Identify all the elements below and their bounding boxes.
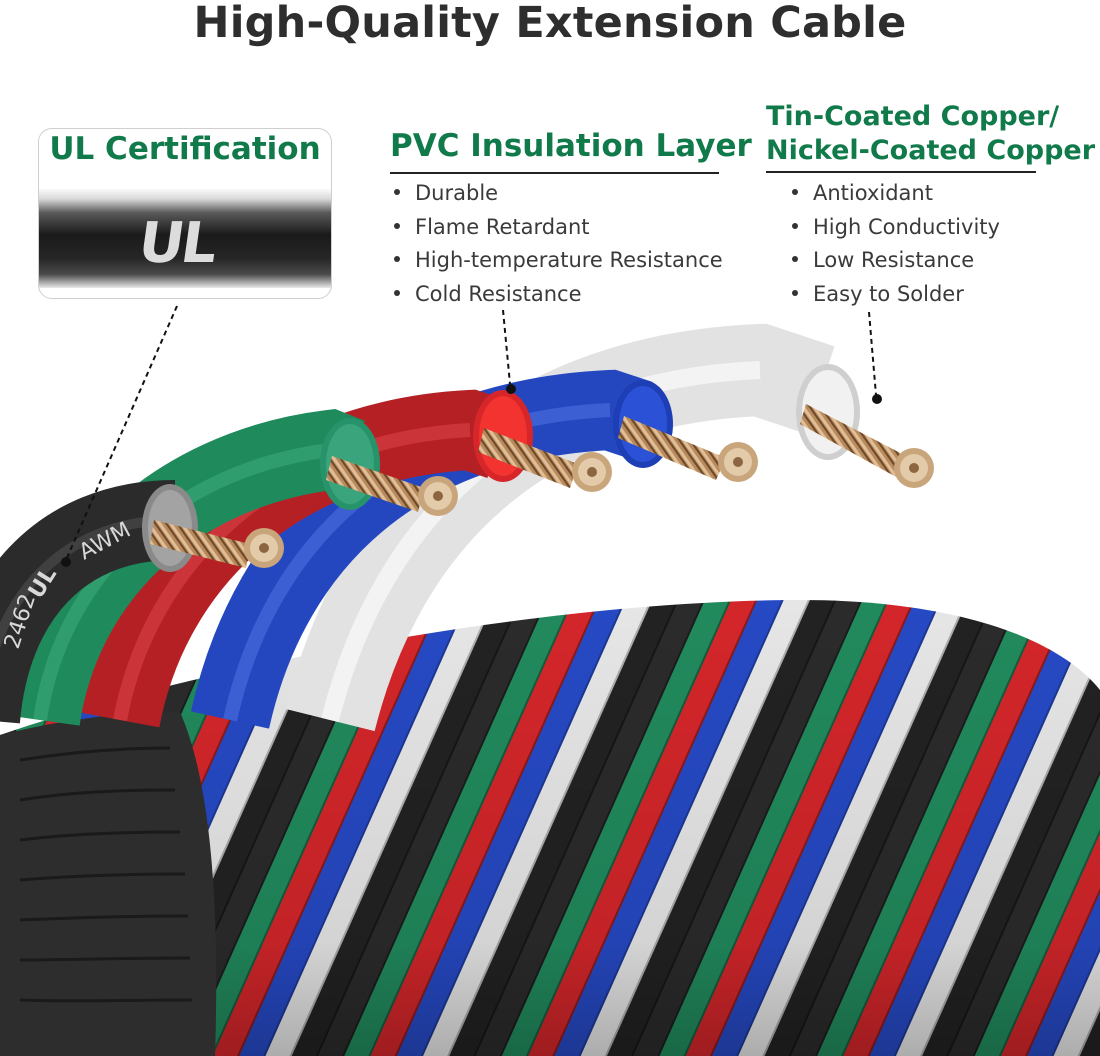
ul-certification-card: UL Certification UL bbox=[38, 128, 332, 299]
ul-card-title: UL Certification bbox=[49, 131, 321, 167]
list-item: Cold Resistance bbox=[394, 278, 723, 312]
list-item: Flame Retardant bbox=[394, 211, 723, 245]
list-item: Easy to Solder bbox=[792, 278, 1000, 312]
list-item: Antioxidant bbox=[792, 177, 1000, 211]
list-item: High Conductivity bbox=[792, 211, 1000, 245]
conductor-leader-line bbox=[868, 311, 877, 396]
pvc-feature-list: Durable Flame Retardant High-temperature… bbox=[394, 177, 723, 311]
conductor-heading-line1: Tin-Coated Copper/ bbox=[766, 101, 1060, 132]
list-item: Durable bbox=[394, 177, 723, 211]
list-item: High-temperature Resistance bbox=[394, 244, 723, 278]
copper-conductors bbox=[150, 404, 934, 568]
pvc-leader-line bbox=[502, 309, 511, 385]
conductor-heading-rule bbox=[766, 171, 1036, 173]
pvc-heading: PVC Insulation Layer bbox=[390, 128, 752, 164]
ul-cable-band bbox=[39, 189, 331, 288]
page-title: High-Quality Extension Cable bbox=[193, 0, 907, 48]
conductor-heading-line2: Nickel-Coated Copper bbox=[766, 135, 1096, 166]
list-item: Low Resistance bbox=[792, 244, 1000, 278]
ul-mark-icon: UL bbox=[134, 211, 219, 276]
conductor-feature-list: Antioxidant High Conductivity Low Resist… bbox=[792, 177, 1000, 311]
pvc-heading-rule bbox=[390, 172, 719, 174]
ul-leader-line bbox=[65, 305, 178, 561]
